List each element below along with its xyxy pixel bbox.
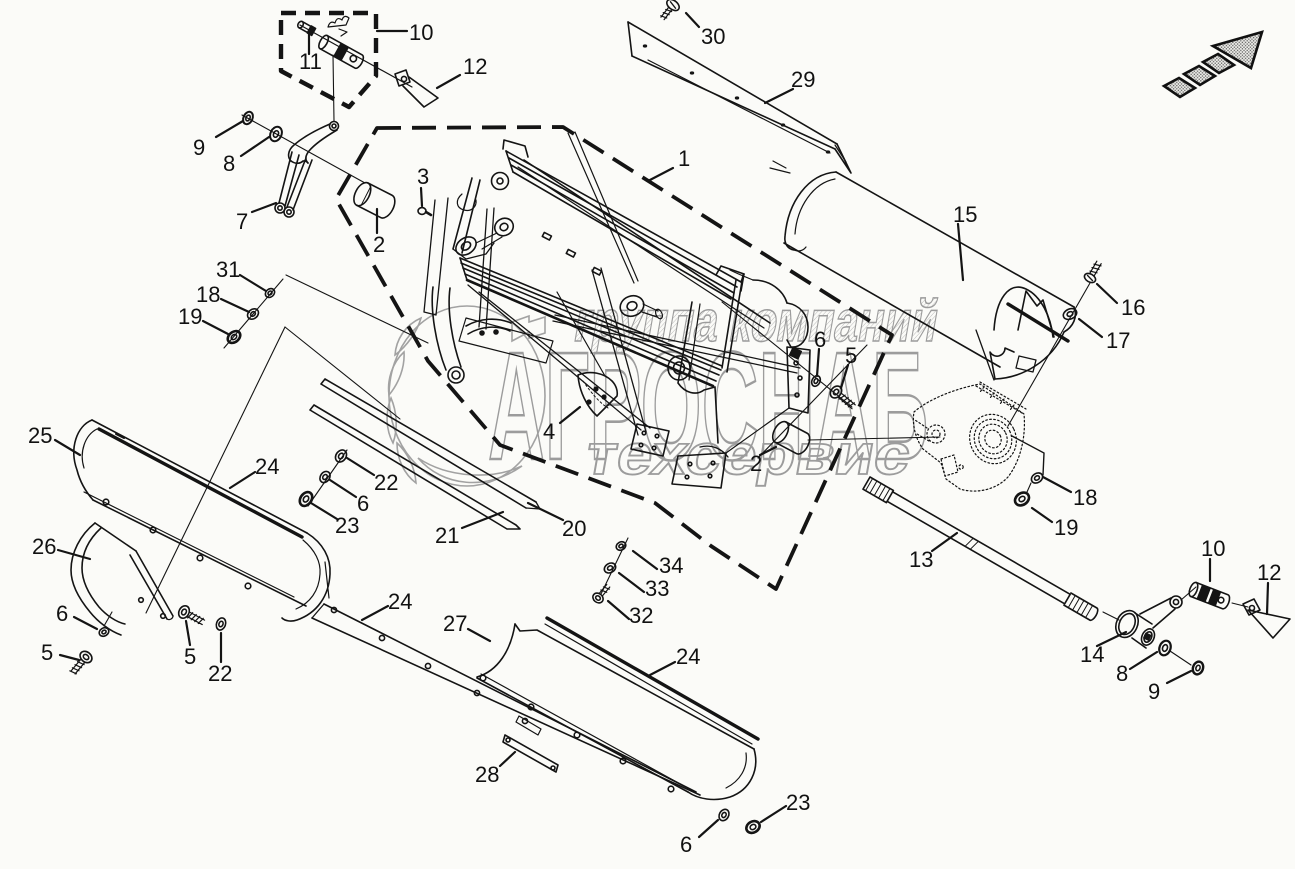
svg-text:АГРОСНАБ: АГРОСНАБ (488, 319, 928, 492)
svg-text:8: 8 (1116, 661, 1128, 686)
svg-text:27: 27 (443, 611, 467, 636)
svg-text:техсервис: техсервис (581, 423, 916, 487)
svg-text:25: 25 (28, 423, 52, 448)
svg-text:12: 12 (463, 54, 487, 79)
svg-text:19: 19 (1054, 515, 1078, 540)
svg-text:23: 23 (335, 513, 359, 538)
svg-text:1: 1 (678, 146, 690, 171)
svg-text:34: 34 (659, 553, 683, 578)
svg-text:5: 5 (41, 640, 53, 665)
svg-text:6: 6 (680, 832, 692, 857)
svg-text:24: 24 (676, 644, 700, 669)
svg-text:15: 15 (953, 202, 977, 227)
svg-text:28: 28 (475, 762, 499, 787)
svg-text:4: 4 (543, 419, 555, 444)
svg-text:18: 18 (196, 282, 220, 307)
svg-text:20: 20 (562, 516, 586, 541)
svg-text:24: 24 (388, 589, 412, 614)
svg-text:23: 23 (786, 790, 810, 815)
svg-text:2: 2 (373, 232, 385, 257)
svg-text:30: 30 (701, 24, 725, 49)
svg-text:7: 7 (236, 209, 248, 234)
svg-text:21: 21 (435, 523, 459, 548)
svg-text:14: 14 (1080, 642, 1104, 667)
svg-text:18: 18 (1073, 485, 1097, 510)
svg-text:5: 5 (845, 343, 857, 368)
svg-text:6: 6 (814, 327, 826, 352)
svg-text:19: 19 (178, 304, 202, 329)
svg-text:16: 16 (1121, 295, 1145, 320)
svg-text:12: 12 (1257, 560, 1281, 585)
svg-text:3: 3 (417, 164, 429, 189)
svg-text:17: 17 (1106, 328, 1130, 353)
svg-text:13: 13 (909, 547, 933, 572)
svg-text:29: 29 (791, 67, 815, 92)
svg-text:33: 33 (645, 576, 669, 601)
svg-text:5: 5 (184, 644, 196, 669)
svg-text:31: 31 (216, 257, 240, 282)
svg-text:22: 22 (208, 661, 232, 686)
svg-text:32: 32 (629, 603, 653, 628)
svg-text:9: 9 (193, 135, 205, 160)
svg-text:6: 6 (56, 601, 68, 626)
svg-text:26: 26 (32, 534, 56, 559)
svg-text:6: 6 (357, 491, 369, 516)
svg-text:8: 8 (223, 151, 235, 176)
svg-text:9: 9 (1148, 679, 1160, 704)
svg-text:2: 2 (750, 451, 762, 476)
svg-text:10: 10 (409, 20, 433, 45)
svg-text:10: 10 (1201, 536, 1225, 561)
svg-text:11: 11 (299, 49, 322, 74)
svg-text:22: 22 (374, 470, 398, 495)
svg-text:24: 24 (255, 454, 279, 479)
